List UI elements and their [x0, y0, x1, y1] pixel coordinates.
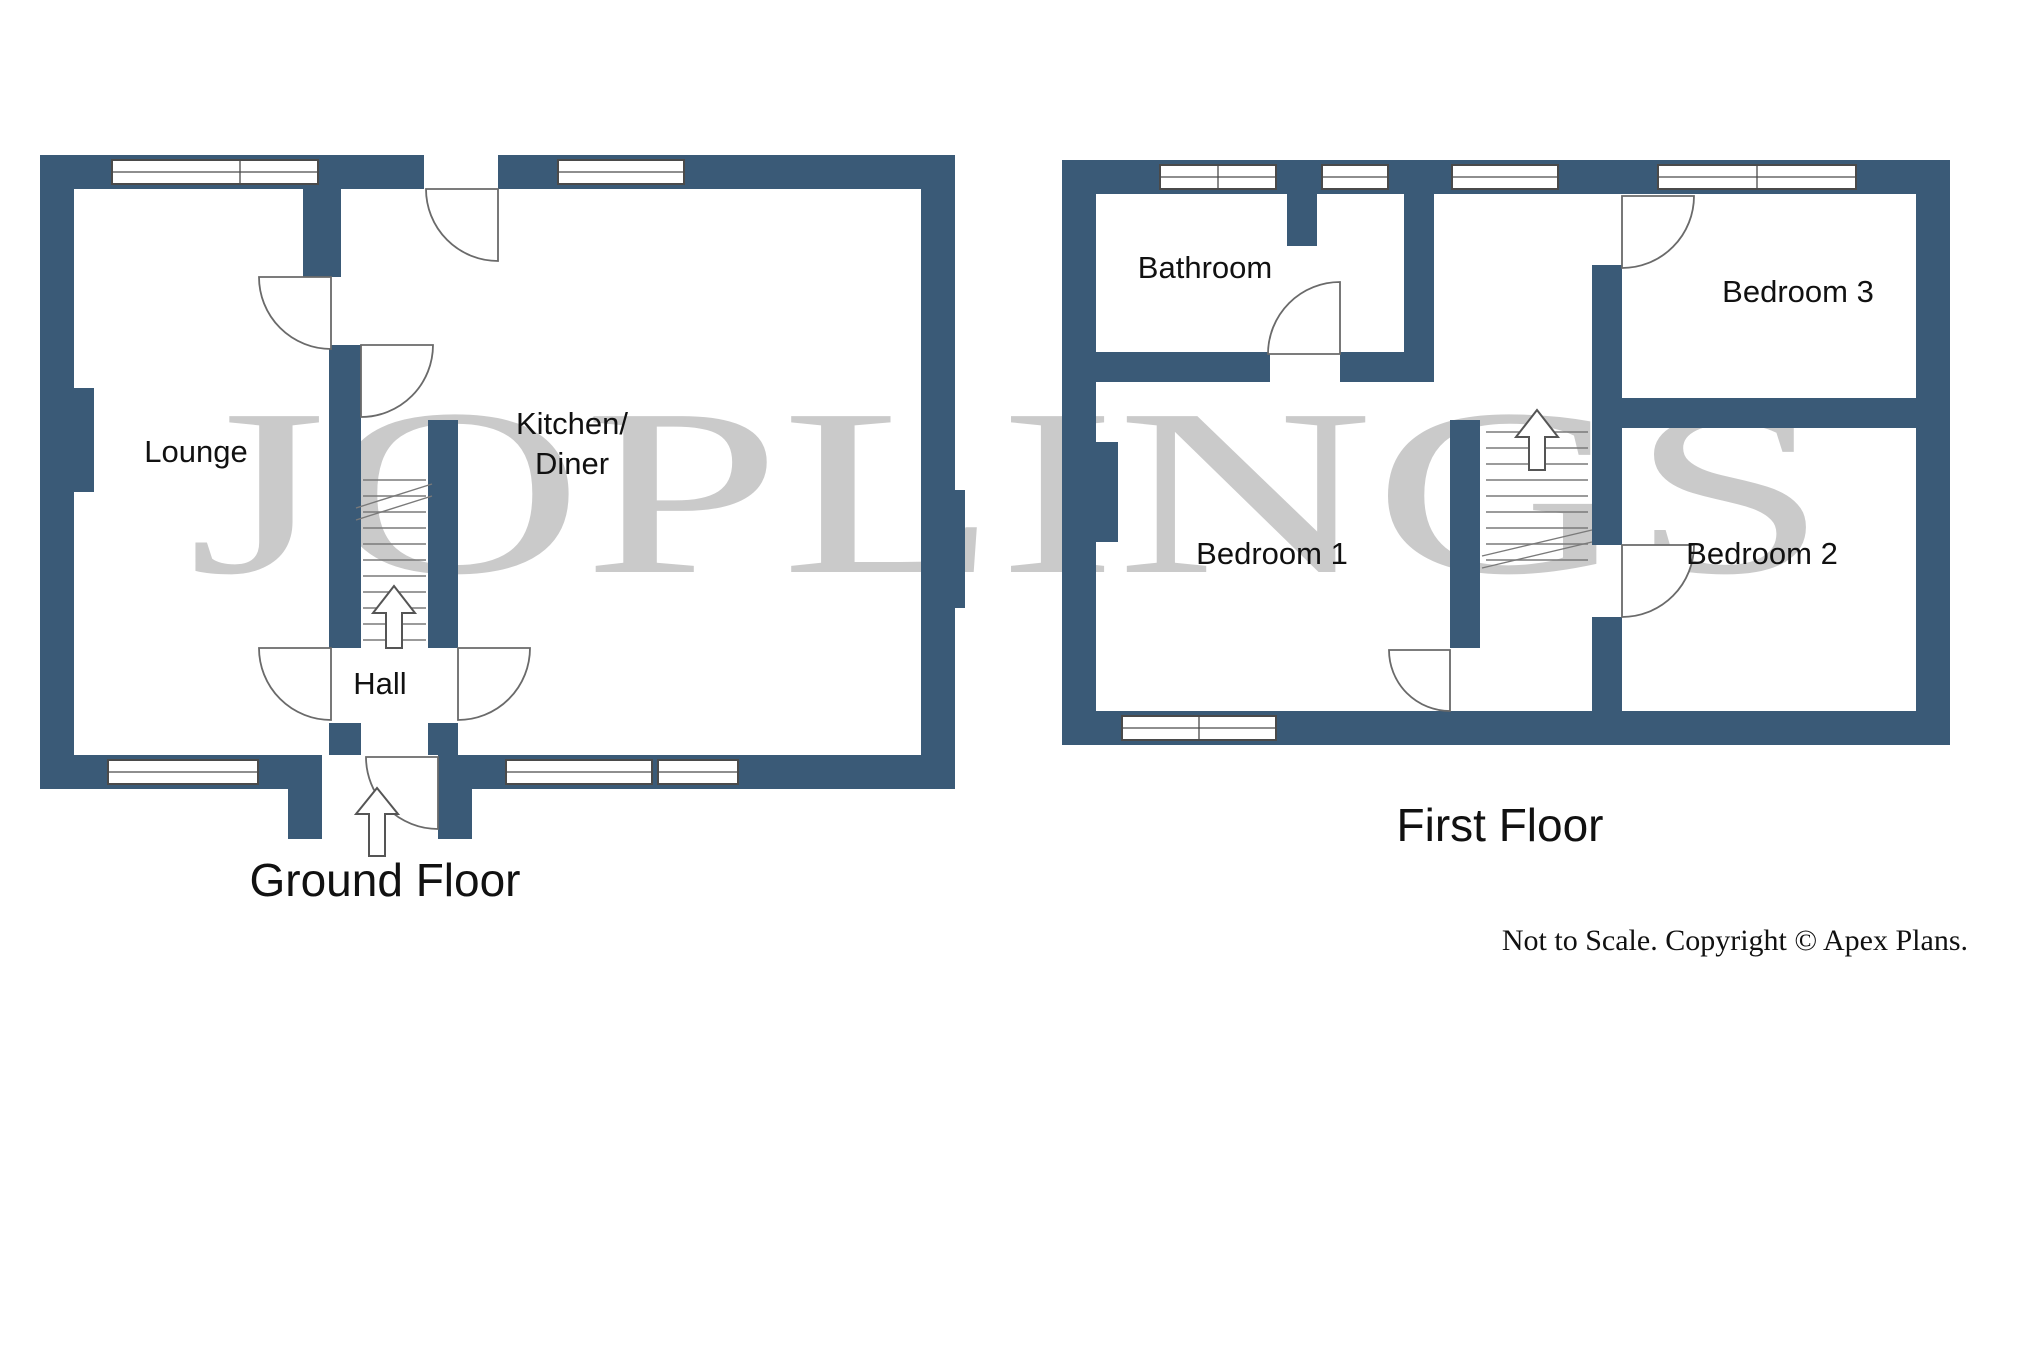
- stair-break-line: [355, 483, 433, 509]
- first-floor-windows: [1121, 164, 1857, 741]
- door-arc-back-door: [425, 188, 499, 262]
- wall-segment: [1404, 194, 1434, 366]
- wall-segment: [1287, 194, 1317, 246]
- first-floor-walls: [1062, 160, 1950, 745]
- window: [1321, 164, 1389, 190]
- wall-segment: [1622, 398, 1916, 428]
- bathroom-label: Bathroom: [1138, 250, 1272, 285]
- stair-break-line: [1481, 541, 1593, 569]
- wall-segment: [1096, 352, 1270, 382]
- window: [1657, 164, 1857, 190]
- wall-segment: [40, 155, 74, 789]
- hall-label: Hall: [353, 666, 406, 701]
- bedroom3-label: Bedroom 3: [1722, 274, 1874, 309]
- up-arrow-first-stairs: [1513, 408, 1561, 471]
- ground-floor-title: Ground Floor: [249, 854, 520, 906]
- window: [557, 159, 685, 185]
- door-arc-kitchen-upper: [360, 344, 434, 418]
- wall-segment: [1592, 265, 1622, 545]
- window: [1451, 164, 1559, 190]
- chimney-breast: [74, 388, 94, 492]
- kitchen-label-line1: Kitchen/: [516, 406, 628, 441]
- window: [1121, 715, 1277, 741]
- first-floor-area: [1062, 160, 1950, 745]
- wall-segment: [1062, 160, 1096, 745]
- door-arc-kitchen-lower: [457, 647, 531, 721]
- watermark-text: JOPLINGS: [188, 361, 1828, 624]
- chimney-breast: [921, 490, 965, 608]
- window: [657, 759, 739, 785]
- wall-segment: [428, 723, 458, 755]
- first-floor-fill: [1062, 160, 1950, 745]
- wall-segment: [1916, 160, 1950, 745]
- ground-stairs: [355, 479, 433, 649]
- ground-floor-labels: Lounge Kitchen/ Diner Hall Ground Floor: [144, 406, 628, 906]
- back-door-opening: [424, 155, 498, 189]
- window: [505, 759, 653, 785]
- porch-wall: [438, 755, 472, 839]
- window: [107, 759, 259, 785]
- first-floor-labels: Bathroom Bedroom 3 Bedroom 1 Bedroom 2 F…: [1138, 250, 1874, 851]
- stair-break-line: [1481, 529, 1593, 557]
- entrance-arrow: [353, 786, 401, 857]
- door-arc-bedroom2: [1621, 544, 1695, 618]
- window: [1159, 164, 1277, 190]
- first-floor-title: First Floor: [1397, 799, 1604, 851]
- wall-segment: [329, 345, 361, 648]
- door-arc-bedroom3: [1621, 195, 1695, 269]
- wall-segment: [1592, 617, 1622, 711]
- wall-segment: [428, 420, 458, 648]
- lounge-label: Lounge: [144, 434, 247, 469]
- wall-segment: [1450, 420, 1480, 648]
- wall-segment: [329, 723, 361, 755]
- porch-wall: [288, 755, 322, 839]
- ground-floor-doors: [258, 188, 531, 830]
- first-stairs: [1481, 408, 1593, 569]
- footer-note: Not to Scale. Copyright © Apex Plans.: [1502, 924, 1968, 957]
- up-arrow-ground-stairs: [370, 584, 418, 649]
- kitchen-label-line2: Diner: [535, 446, 609, 481]
- ground-floor-windows: [107, 159, 739, 785]
- wall-segment: [921, 155, 955, 789]
- stair-break-line: [355, 495, 433, 521]
- first-floor-doors: [1267, 195, 1695, 712]
- door-arc-bathroom: [1267, 281, 1341, 355]
- bedroom1-label: Bedroom 1: [1196, 536, 1348, 571]
- door-arc-lounge-lower: [258, 647, 332, 721]
- wall-segment: [303, 189, 341, 277]
- chimney-breast: [1096, 442, 1118, 542]
- bedroom2-label: Bedroom 2: [1686, 536, 1838, 571]
- wall-segment: [1340, 352, 1434, 382]
- door-arc-lounge-upper: [258, 276, 332, 350]
- window: [111, 159, 319, 185]
- door-arc-bedroom1: [1388, 649, 1451, 712]
